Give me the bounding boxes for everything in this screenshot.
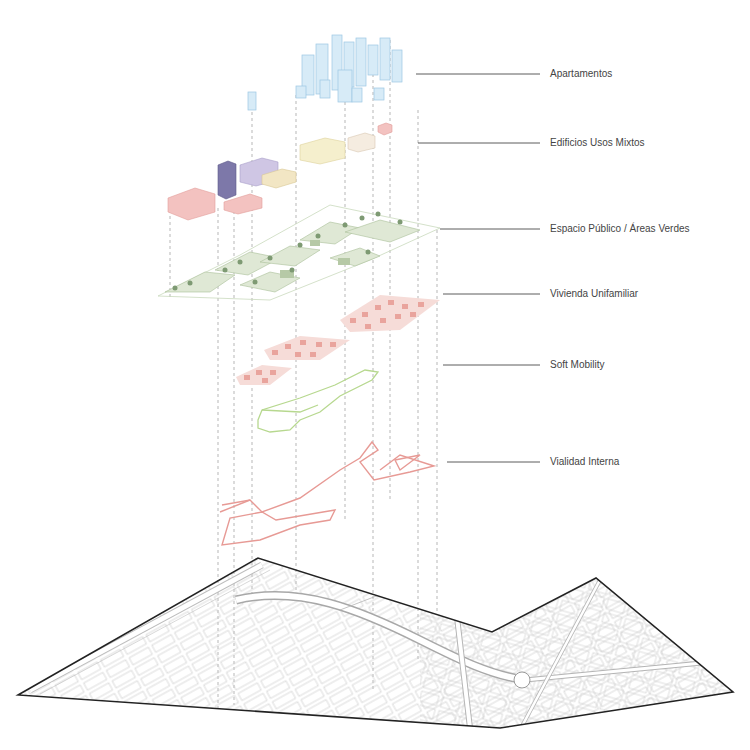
mixed-use-buildings <box>168 123 392 220</box>
leader-lines <box>416 74 540 462</box>
layer-label: Edificios Usos Mixtos <box>549 137 645 149</box>
apartment-towers <box>248 35 402 110</box>
layer-label: Soft Mobility <box>549 359 605 371</box>
layer-label: Vivienda Unifamiliar <box>549 288 639 300</box>
layer-label: Vialidad Interna <box>549 456 620 468</box>
internal-roads <box>220 442 434 545</box>
single-family-housing <box>236 295 440 385</box>
layer-label: Apartamentos <box>549 68 613 80</box>
site-base-map <box>0 540 750 740</box>
layer-label: Espacio Público / Áreas Verdes <box>549 223 691 235</box>
public-green-space <box>158 205 440 300</box>
